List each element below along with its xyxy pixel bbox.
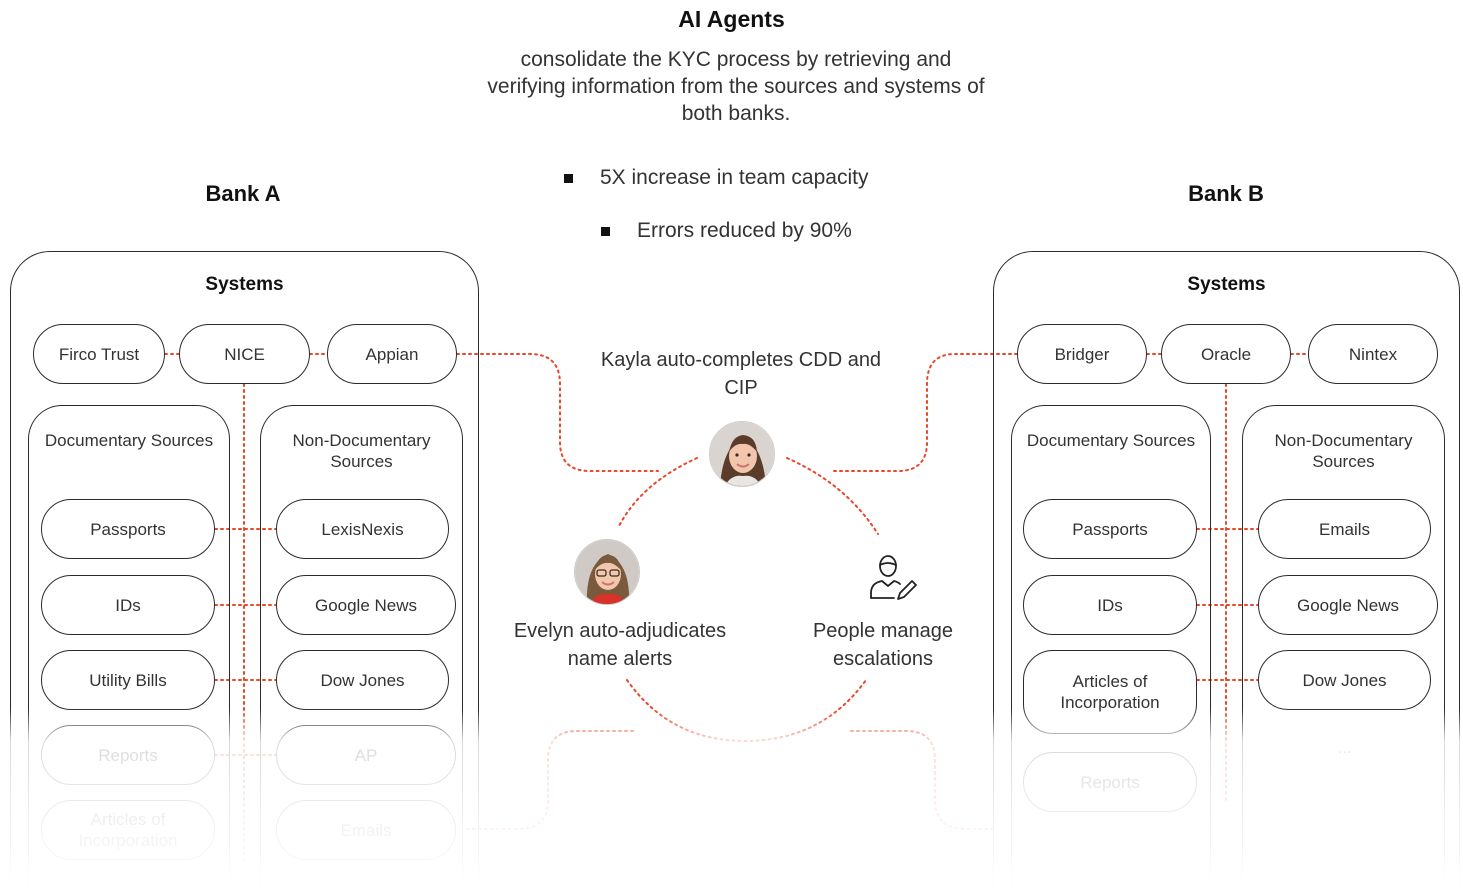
bank-a-systems-title: Systems: [205, 274, 284, 295]
source-pill-passports[interactable]: Passports: [41, 499, 215, 559]
bank-b-documentary-column: [1011, 405, 1211, 891]
source-pill-google-news[interactable]: Google News: [1258, 575, 1438, 635]
source-pill-ap[interactable]: AP: [276, 725, 456, 785]
bank-b-documentary-title: Documentary Sources: [1026, 431, 1196, 450]
bank-b-non-documentary-column: [1242, 405, 1445, 891]
source-pill-lexisnexis[interactable]: LexisNexis: [276, 499, 449, 559]
source-pill-reports[interactable]: Reports: [1023, 752, 1197, 812]
system-pill-bridger[interactable]: Bridger: [1017, 324, 1147, 384]
source-pill-articles-of-incorporation[interactable]: Articles of Incorporation: [1023, 650, 1197, 734]
person-edit-icon: [868, 553, 918, 603]
source-pill-ids[interactable]: IDs: [1023, 575, 1197, 635]
source-pill-google-news[interactable]: Google News: [276, 575, 456, 635]
evelyn-avatar-icon: [574, 539, 640, 605]
bullet-text: 5X increase in team capacity: [600, 166, 869, 189]
bank-a-title: Bank A: [205, 181, 281, 206]
system-pill-appian[interactable]: Appian: [327, 324, 457, 384]
bank-a-documentary-column: [28, 405, 230, 891]
source-pill-emails[interactable]: Emails: [1258, 499, 1431, 559]
bank-b-non-documentary-title: Non-Documentary Sources: [1274, 431, 1413, 471]
system-pill-firco-trust[interactable]: Firco Trust: [33, 324, 165, 384]
bank-b-panel: [993, 251, 1460, 891]
bullet-capacity: 5X increase in team capacity: [564, 166, 868, 190]
source-pill-articles-of-incorporation[interactable]: Articles of Incorporation: [41, 800, 215, 860]
more-sources-ellipsis: ...: [1337, 740, 1352, 757]
bullet-text: Errors reduced by 90%: [637, 219, 852, 242]
page-title: AI Agents: [678, 6, 785, 32]
evelyn-caption: Evelyn auto-adjudicates name alerts: [513, 620, 727, 670]
bank-a-non-documentary-title: Non-Documentary Sources: [292, 431, 431, 471]
bank-b-title: Bank B: [1188, 181, 1264, 206]
source-pill-dow-jones[interactable]: Dow Jones: [276, 650, 449, 710]
system-pill-nice[interactable]: NICE: [179, 324, 310, 384]
kayla-avatar-icon: [709, 421, 775, 487]
system-pill-oracle[interactable]: Oracle: [1161, 324, 1291, 384]
source-pill-passports[interactable]: Passports: [1023, 499, 1197, 559]
bullet-square-icon: [564, 173, 573, 183]
source-pill-ids[interactable]: IDs: [41, 575, 215, 635]
source-pill-emails[interactable]: Emails: [276, 800, 456, 860]
source-pill-dow-jones[interactable]: Dow Jones: [1258, 650, 1431, 710]
bank-a-panel: [10, 251, 479, 891]
source-pill-reports[interactable]: Reports: [41, 725, 215, 785]
bank-a-documentary-title: Documentary Sources: [44, 431, 214, 450]
system-pill-nintex[interactable]: Nintex: [1308, 324, 1438, 384]
source-pill-utility-bills[interactable]: Utility Bills: [41, 650, 215, 710]
bullet-errors: Errors reduced by 90%: [601, 219, 852, 243]
page-subtitle: consolidate the KYC process by retrievin…: [487, 48, 985, 125]
bank-a-non-documentary-column: [260, 405, 463, 891]
bank-b-systems-title: Systems: [1187, 274, 1266, 295]
kayla-caption: Kayla auto-completes CDD and CIP: [600, 349, 882, 399]
people-caption: People manage escalations: [812, 620, 954, 670]
bullet-square-icon: [601, 226, 610, 236]
